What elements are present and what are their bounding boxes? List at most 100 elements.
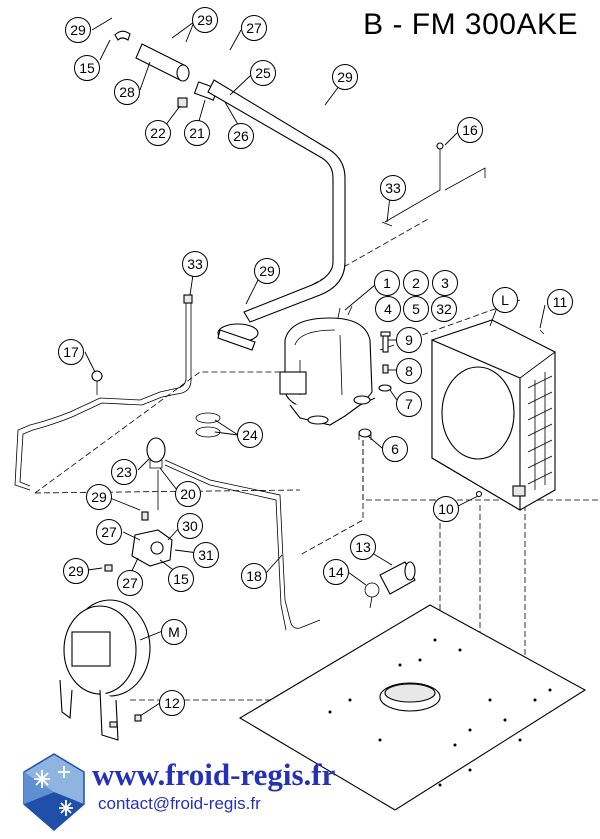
callout-label: 24 [242,427,258,443]
callout-L: L [492,287,518,313]
callout-4: 4 [375,296,401,322]
callout-label: 15 [173,571,189,587]
callout-circle [403,270,429,296]
callout-label: 10 [438,501,454,517]
callout-33: 33 [380,175,406,201]
website-link[interactable]: www.froid-regis.fr [92,757,336,792]
callout-31: 31 [193,542,219,568]
callout-circle [241,15,267,41]
callout-16: 16 [457,117,483,143]
callout-26: 26 [228,123,254,149]
callout-label: 3 [441,275,449,291]
callout-29: 29 [332,64,358,90]
callout-21: 21 [184,120,210,146]
callout-13: 13 [350,534,376,560]
callout-circle [111,459,137,485]
callout-label: 32 [436,301,452,317]
condenser [431,319,556,511]
callout-circle [254,258,280,284]
callout-label: 12 [164,695,180,711]
callout-circle [547,289,573,315]
callout-label: 14 [328,564,344,580]
callout-29: 29 [65,17,91,43]
callout-10: 10 [433,496,459,522]
callout-27: 27 [241,15,267,41]
callout-15: 15 [74,55,100,81]
callout-circle [74,55,100,81]
callout-circle [96,519,122,545]
callout-circle [403,296,429,322]
callout-9: 9 [396,327,422,353]
callout-label: 27 [101,524,117,540]
callout-label: 29 [259,263,275,279]
callout-24: 24 [237,422,263,448]
suction-tube-group [114,30,219,108]
callout-label: 9 [405,332,413,348]
base-plate [238,604,587,811]
callout-circle [396,358,422,384]
callout-33: 33 [182,251,208,277]
callout-27: 27 [96,519,122,545]
callout-30: 30 [177,513,203,539]
filter-drier [364,561,416,609]
callout-label: 20 [180,486,196,502]
callout-25: 25 [250,60,276,86]
callout-circle [350,534,376,560]
callout-circle [228,123,254,149]
callout-circle [114,79,140,105]
callout-label: 27 [122,575,138,591]
callout-label: 8 [405,363,413,379]
diagram-title: B - FM 300AKE [363,8,578,41]
callout-20: 20 [175,481,201,507]
callout-circle [382,436,408,462]
callout-label: 17 [63,344,79,360]
callout-label: 16 [462,122,478,138]
callout-5: 5 [403,296,429,322]
callout-label: 33 [385,180,401,196]
callout-label: 29 [337,69,353,85]
callout-label: M [168,624,180,640]
callout-circle [161,619,187,645]
fan-bracket-30 [104,511,173,572]
callout-label: 2 [412,275,420,291]
callout-label: 21 [189,125,205,141]
callout-label: 33 [187,256,203,272]
callout-12: 12 [159,690,185,716]
callout-label: 29 [68,563,84,579]
callout-label: 7 [405,396,413,412]
callout-circle [86,484,112,510]
callout-label: 13 [355,539,371,555]
callout-circle [237,422,263,448]
callout-label: 15 [79,60,95,76]
callout-label: 29 [70,22,86,38]
callout-circle [432,270,458,296]
callout-circle [159,690,185,716]
callout-23: 23 [111,459,137,485]
callout-circle [457,117,483,143]
froid-regis-logo [23,753,85,831]
callout-circle [65,17,91,43]
callout-11: 11 [547,289,573,315]
callout-29: 29 [86,484,112,510]
callout-28: 28 [114,79,140,105]
callout-label: 29 [91,489,107,505]
liquid-line-17 [14,294,193,491]
callout-27: 27 [117,570,143,596]
discharge-pipe [207,79,346,351]
callout-label: 22 [150,125,166,141]
callout-circle [332,64,358,90]
callout-circle [145,120,171,146]
callout-circle [433,496,459,522]
callout-circle [117,570,143,596]
callout-circle [63,558,89,584]
callout-29: 29 [63,558,89,584]
callout-29: 29 [254,258,280,284]
callout-circle [184,120,210,146]
callout-label: 26 [233,128,249,144]
contact-email[interactable]: contact@froid-regis.fr [98,794,261,813]
callout-6: 6 [382,436,408,462]
condenser-fins [527,372,553,490]
callout-circle [192,7,218,33]
